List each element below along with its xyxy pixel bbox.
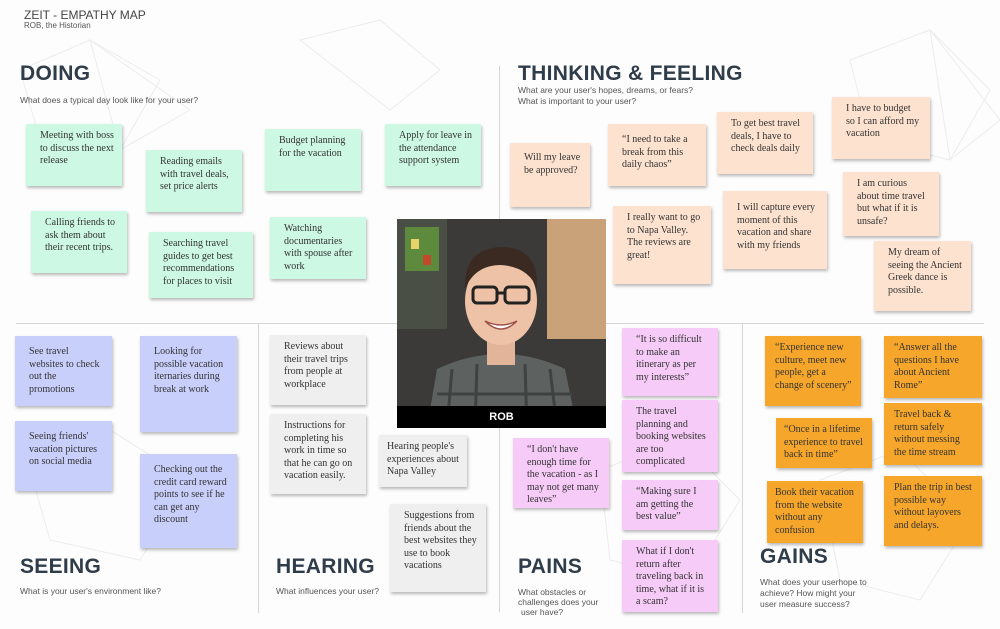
sticky-note-pains[interactable]: The travel planning and booking websites…: [622, 400, 718, 472]
seeing-hearing-divider: [258, 323, 259, 613]
sticky-note-thinking[interactable]: Will my leave be approved?: [510, 143, 590, 207]
seeing-title: SEEING: [20, 555, 102, 578]
thinking-feeling-description-1: What are your user's hopes, dreams, or f…: [518, 85, 694, 95]
sticky-note-seeing[interactable]: Checking out the credit card reward poin…: [140, 454, 237, 548]
doing-title: DOING: [20, 62, 91, 85]
pains-title: PAINS: [518, 555, 583, 578]
sticky-note-gains[interactable]: Book their vacation from the website wit…: [767, 481, 863, 543]
sticky-note-thinking[interactable]: I have to budget so I can afford my vaca…: [832, 97, 930, 159]
sticky-note-gains[interactable]: Plan the trip in best possible way witho…: [884, 476, 982, 546]
sticky-note-gains[interactable]: “Experience new culture, meet new people…: [765, 336, 861, 406]
thinking-feeling-description-2: What is important to your user?: [518, 96, 637, 106]
pains-description-1: What obstacles or: [518, 587, 587, 597]
persona-photo: ROB: [397, 219, 606, 428]
gains-title: GAINS: [760, 545, 829, 568]
sticky-note-seeing[interactable]: See travel websites to check out the pro…: [15, 336, 112, 406]
sticky-note-thinking[interactable]: “I need to take a break from this daily …: [608, 124, 706, 186]
pains-description-3: user have?: [521, 607, 564, 617]
gains-description-1: What does your userhope to: [760, 577, 867, 587]
doing-description: What does a typical day look like for yo…: [20, 95, 199, 105]
board-subtitle: ROB, the Historian: [24, 21, 91, 30]
sticky-note-doing[interactable]: Budget planning for the vacation: [265, 129, 361, 191]
sticky-note-hearing[interactable]: Instructions for completing his work in …: [270, 414, 366, 494]
sticky-note-thinking[interactable]: I really want to go to Napa Valley. The …: [613, 206, 711, 284]
seeing-description: What is your user's environment like?: [20, 586, 161, 596]
sticky-note-thinking[interactable]: I am curious about time travel but what …: [843, 172, 939, 236]
persona-portrait-illustration: [397, 219, 606, 428]
gains-description-3: user measure success?: [760, 599, 850, 609]
sticky-note-pains[interactable]: “I don't have enough time for the vacati…: [513, 438, 609, 508]
sticky-note-thinking[interactable]: I will capture every moment of this vaca…: [723, 191, 827, 269]
sticky-note-doing[interactable]: Calling friends to ask them about their …: [31, 211, 127, 273]
pains-gains-divider: [742, 323, 743, 613]
sticky-note-seeing[interactable]: Looking for possible vacation iternaries…: [140, 336, 237, 432]
thinking-feeling-title: THINKING & FEELING: [518, 62, 743, 85]
sticky-note-pains[interactable]: “Making sure I am getting the best value…: [622, 480, 718, 530]
hearing-title: HEARING: [276, 555, 375, 578]
board-title: ZEIT - EMPATHY MAP: [24, 8, 146, 22]
gains-description-2: achieve? How might your: [760, 588, 856, 598]
pains-description-2: challenges does your: [518, 597, 599, 607]
sticky-note-hearing[interactable]: Reviews about their travel trips from pe…: [270, 335, 366, 405]
sticky-note-seeing[interactable]: Seeing friends' vacation pictures on soc…: [15, 421, 112, 491]
sticky-note-pains[interactable]: “It is so difficult to make an itinerary…: [622, 328, 718, 396]
sticky-note-gains[interactable]: Travel back & return safely without mess…: [884, 403, 982, 465]
sticky-note-doing[interactable]: Watching documentaries with spouse after…: [270, 217, 366, 279]
sticky-note-gains[interactable]: “Answer all the questions I have about A…: [884, 336, 982, 398]
sticky-note-doing[interactable]: Apply for leave in the attendance suppor…: [385, 124, 481, 186]
sticky-note-gains[interactable]: “Once in a lifetime experience to travel…: [776, 418, 872, 468]
sticky-note-thinking[interactable]: My dream of seeing the Ancient Greek dan…: [874, 241, 971, 311]
sticky-note-pains[interactable]: What if I don't return after traveling b…: [622, 540, 718, 612]
sticky-note-doing[interactable]: Reading emails with travel deals, set pr…: [146, 150, 242, 212]
sticky-note-hearing[interactable]: Suggestions from friends about the best …: [390, 504, 486, 592]
hearing-description: What influences your user?: [276, 586, 379, 596]
sticky-note-hearing[interactable]: Hearing people's experiences about Napa …: [379, 435, 467, 487]
sticky-note-thinking[interactable]: To get best travel deals, I have to chec…: [717, 112, 813, 174]
persona-name-caption: ROB: [397, 406, 606, 428]
sticky-note-doing[interactable]: Meeting with boss to discuss the next re…: [26, 124, 122, 186]
sticky-note-doing[interactable]: Searching travel guides to get best reco…: [149, 232, 253, 298]
